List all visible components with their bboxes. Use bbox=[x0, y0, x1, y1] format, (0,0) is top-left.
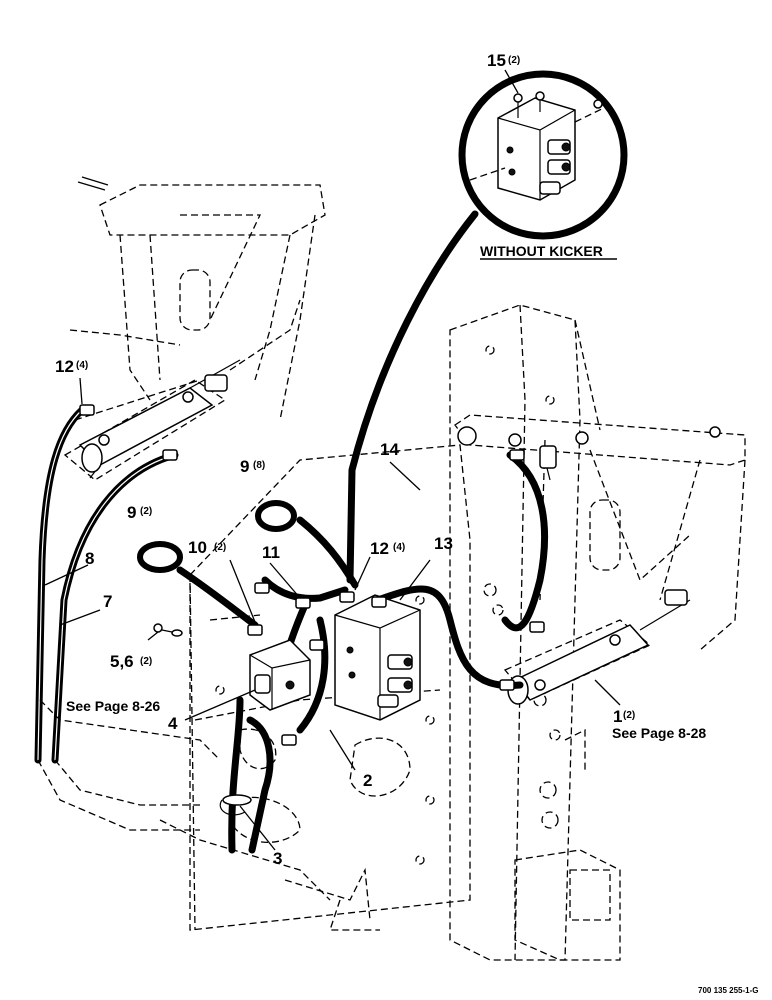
callout-12b-qty: (4) bbox=[393, 542, 405, 553]
note-page-828: See Page 8-28 bbox=[612, 725, 706, 741]
callout-10-number: 10 bbox=[188, 538, 207, 557]
left-arm-frame bbox=[69, 176, 326, 421]
callout-1-number: 1 bbox=[613, 707, 622, 726]
callout-9b-number: 9 bbox=[127, 503, 136, 522]
o-ring-9-large bbox=[255, 500, 297, 532]
fittings bbox=[79, 404, 545, 746]
callout-12a-number: 12 bbox=[55, 357, 74, 376]
callout-4-number: 4 bbox=[168, 714, 178, 733]
callout-12a-qty: (4) bbox=[76, 360, 88, 371]
right-frame bbox=[449, 304, 621, 961]
callout-56-number: 5,6 bbox=[110, 652, 134, 671]
leader-lines bbox=[44, 377, 621, 851]
callout-13-number: 13 bbox=[434, 534, 453, 553]
callout-7-number: 7 bbox=[103, 592, 112, 611]
callout-3-number: 3 bbox=[273, 849, 282, 868]
detail-title: WITHOUT KICKER bbox=[480, 243, 603, 259]
right-arm bbox=[454, 414, 746, 651]
callout-9b-qty: (2) bbox=[140, 506, 152, 517]
callout-9a-number: 9 bbox=[240, 457, 249, 476]
note-page-826: See Page 8-26 bbox=[66, 698, 160, 714]
left-cylinder bbox=[63, 359, 241, 481]
callout-11-number: 11 bbox=[262, 543, 280, 562]
callout-14-number: 14 bbox=[380, 440, 399, 459]
callout-labels: 12 (4) 14 9 (8) 9 (2) 10 (2) 11 12 (4) 1… bbox=[55, 357, 706, 868]
callout-12b-number: 12 bbox=[370, 539, 389, 558]
callout-10-qty: (2) bbox=[214, 542, 226, 553]
bolt-washer bbox=[153, 623, 183, 637]
detail-without-kicker: 15 (2) WITHOUT KICKER bbox=[458, 51, 628, 260]
callout-15-qty: (2) bbox=[508, 55, 520, 66]
control-valve bbox=[334, 594, 421, 721]
hose-clamp bbox=[219, 794, 252, 816]
figure-id: 700 135 255-1-G bbox=[698, 986, 759, 995]
callout-1-qty: (2) bbox=[623, 710, 635, 721]
callout-8-number: 8 bbox=[85, 549, 94, 568]
detail-valve-block bbox=[469, 91, 611, 201]
center-panel bbox=[159, 444, 471, 931]
hoses-7-8 bbox=[34, 406, 221, 831]
callout-56-qty: (2) bbox=[140, 656, 152, 667]
callout-15-number: 15 bbox=[487, 51, 506, 70]
callout-2-number: 2 bbox=[363, 771, 372, 790]
o-ring-9-small bbox=[137, 541, 183, 573]
callout-9a-qty: (8) bbox=[253, 460, 265, 471]
selector-valve bbox=[249, 639, 311, 711]
